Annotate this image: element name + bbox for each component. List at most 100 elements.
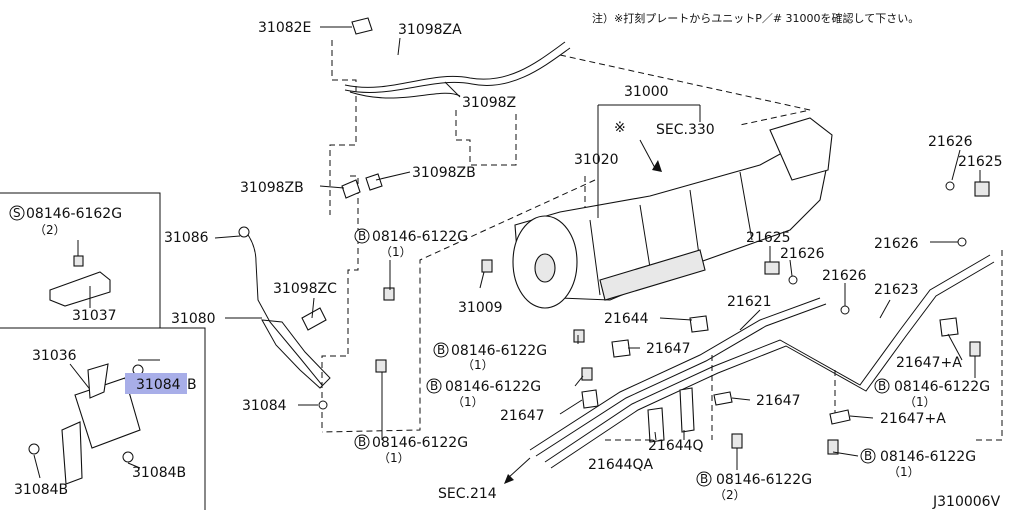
bolt-callout-7[interactable]: B 08146-6122G （2） bbox=[696, 471, 812, 502]
clip-31098ZC bbox=[301, 307, 327, 331]
bolt-qty: （1） bbox=[378, 451, 410, 465]
part-label-21647-b[interactable]: 21647 bbox=[500, 408, 545, 424]
confirm-unit-note: 注）※打刻プレートからユニットP／# 31000を確認して下さい。 bbox=[592, 11, 919, 25]
pipe-21623 bbox=[544, 254, 991, 463]
part-label-31098Z[interactable]: 31098Z bbox=[462, 95, 516, 111]
diagram-id: J310006V bbox=[932, 494, 1001, 510]
bolt-21625-icon bbox=[764, 261, 780, 275]
part-label-31098ZB-left[interactable]: 31098ZB bbox=[240, 180, 304, 196]
clip-21647-icon bbox=[581, 389, 599, 409]
part-label-31084-suffix: B bbox=[187, 377, 197, 393]
bolt-callout-6[interactable]: B 08146-6122G （1） bbox=[860, 448, 976, 479]
small-parts bbox=[318, 181, 990, 455]
part-label-31082E[interactable]: 31082E bbox=[258, 20, 311, 36]
part-label-21625-a[interactable]: 21625 bbox=[958, 154, 1003, 170]
bolt-icon bbox=[731, 433, 743, 449]
bolt-icon bbox=[383, 287, 395, 301]
bolt-21625-icon bbox=[974, 181, 990, 197]
bolt-code: 08146-6122G bbox=[716, 472, 812, 488]
part-label-21647-c[interactable]: 21647 bbox=[756, 393, 801, 409]
part-label-21647A-a[interactable]: 21647+A bbox=[896, 355, 962, 371]
section-link-214[interactable]: SEC.214 bbox=[438, 486, 497, 502]
part-label-21623[interactable]: 21623 bbox=[874, 282, 919, 298]
bracket-21644QA-icon bbox=[647, 407, 665, 443]
part-label-31084B-right[interactable]: 31084B bbox=[132, 465, 186, 481]
part-label-21644QA[interactable]: 21644QA bbox=[588, 457, 654, 473]
part-label-31080[interactable]: 31080 bbox=[171, 311, 216, 327]
washer-21626-icon bbox=[957, 237, 967, 247]
clip-21647-icon bbox=[611, 339, 631, 358]
bolt-icon bbox=[573, 329, 585, 343]
part-label-31084B-left[interactable]: 31084B bbox=[14, 482, 68, 498]
pipe-21621 bbox=[529, 297, 821, 451]
section-link-330[interactable]: SEC.330 bbox=[656, 122, 715, 138]
bolt-prefix: B bbox=[358, 435, 366, 449]
bolt-qty: （2） bbox=[714, 488, 746, 502]
bolt-prefix: B bbox=[878, 379, 886, 393]
bolt-code: 08146-6122G bbox=[372, 435, 468, 451]
bolt-qty: （1） bbox=[380, 245, 412, 259]
part-labels: 31082E 31098ZA 31098Z 31000 SEC.330 3102… bbox=[164, 20, 1003, 510]
part-label-21626-b[interactable]: 21626 bbox=[780, 246, 825, 262]
inset-screw-qty: （2） bbox=[34, 223, 66, 237]
cable-31098ZA bbox=[344, 41, 566, 88]
bolt-callout-1[interactable]: B 08146-6122G （1） bbox=[354, 228, 468, 259]
bolt-code: 08146-6122G bbox=[445, 379, 541, 395]
part-label-21647-a[interactable]: 21647 bbox=[646, 341, 691, 357]
washer-21626-icon bbox=[945, 181, 955, 191]
bolt-callout-5[interactable]: B 08146-6122G （1） bbox=[874, 378, 990, 409]
part-label-31037[interactable]: 31037 bbox=[72, 308, 117, 324]
bracket-21644Q-icon bbox=[679, 387, 695, 433]
bolt-prefix: B bbox=[700, 472, 708, 486]
part-label-31084[interactable]: 31084 bbox=[242, 398, 287, 414]
part-label-21621[interactable]: 21621 bbox=[727, 294, 772, 310]
bolt-prefix: B bbox=[358, 229, 366, 243]
oil-cooler-pipes bbox=[504, 254, 995, 484]
part-label-31098ZA[interactable]: 31098ZA bbox=[398, 22, 462, 38]
part-label-31020[interactable]: 31020 bbox=[574, 152, 619, 168]
part-label-21626-c[interactable]: 21626 bbox=[874, 236, 919, 252]
bolt-code: 08146-6122G bbox=[880, 449, 976, 465]
part-label-31000[interactable]: 31000 bbox=[624, 84, 669, 100]
bolt-prefix: B bbox=[430, 379, 438, 393]
part-label-31036[interactable]: 31036 bbox=[32, 348, 77, 364]
clip-21647A-icon bbox=[939, 317, 959, 337]
nut-icon bbox=[28, 443, 40, 455]
bracket-21644-icon bbox=[689, 315, 709, 333]
clip-21647-icon bbox=[713, 391, 733, 406]
part-label-21626-d[interactable]: 21626 bbox=[822, 268, 867, 284]
cables-and-rods bbox=[238, 17, 571, 389]
part-label-21626-a[interactable]: 21626 bbox=[928, 134, 973, 150]
inset-top-panel: S 08146-6162G （2） 31037 bbox=[0, 192, 161, 329]
washer-21626-icon bbox=[840, 305, 850, 315]
clip-31098ZB bbox=[341, 179, 361, 199]
part-label-31009[interactable]: 31009 bbox=[458, 300, 503, 316]
bolt-icon bbox=[581, 367, 593, 381]
screw-symbol-icon bbox=[9, 205, 25, 221]
nut-icon bbox=[122, 451, 134, 463]
bolt-icon bbox=[969, 341, 981, 357]
bolt-callout-4[interactable]: B 08146-6122G （1） bbox=[354, 434, 468, 465]
part-label-31086[interactable]: 31086 bbox=[164, 230, 209, 246]
clip-21647A-icon bbox=[829, 409, 851, 425]
part-label-21644Q[interactable]: 21644Q bbox=[648, 438, 704, 454]
part-label-21644[interactable]: 21644 bbox=[604, 311, 649, 327]
part-label-21647A-b[interactable]: 21647+A bbox=[880, 411, 946, 427]
bolt-code: 08146-6122G bbox=[451, 343, 547, 359]
bolt-code: 08146-6122G bbox=[372, 229, 468, 245]
clip-31084-icon bbox=[318, 400, 328, 410]
part-label-31098ZC[interactable]: 31098ZC bbox=[273, 281, 337, 297]
part-label-31084-highlighted[interactable]: 31084 bbox=[136, 377, 181, 393]
bracket-31037 bbox=[49, 271, 111, 307]
inset-bottom-panel: 31036 31084 B 31084B 31084B bbox=[0, 327, 206, 510]
bolt-icon bbox=[375, 359, 387, 373]
part-label-31098ZB-right[interactable]: 31098ZB bbox=[412, 165, 476, 181]
star-mark: ※ bbox=[614, 120, 626, 136]
part-label-21625-b[interactable]: 21625 bbox=[746, 230, 791, 246]
highlight-31084B bbox=[125, 373, 187, 394]
clip-31098ZB-right bbox=[365, 173, 383, 191]
bolt-callout-3[interactable]: B 08146-6122G （1） bbox=[426, 378, 541, 409]
bolt-callout-2[interactable]: B 08146-6122G （1） bbox=[433, 342, 547, 372]
